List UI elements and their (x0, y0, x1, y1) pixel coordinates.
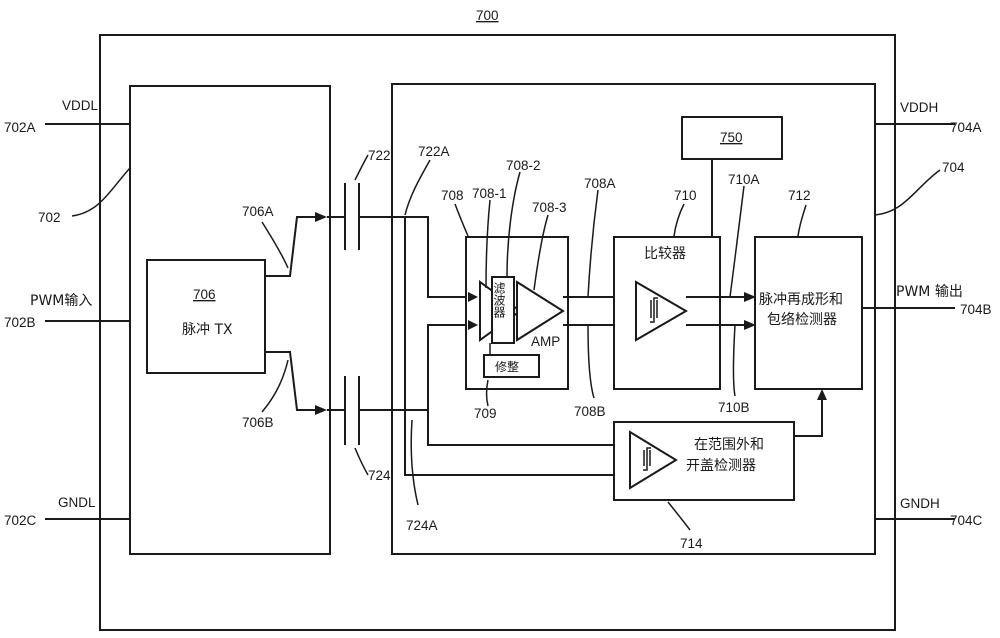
ref-750: 750 (720, 130, 743, 145)
pin-ref-702a: 702A (4, 120, 36, 135)
amp-label: AMP (531, 334, 560, 349)
ref-708b: 708B (574, 404, 606, 419)
pin-label-gndl: GNDL (58, 495, 96, 510)
ref-708a: 708A (584, 176, 616, 191)
ref-710a: 710A (728, 172, 760, 187)
pin-ref-704c: 704C (950, 513, 983, 528)
detector-label-line1: 在范围外和 (694, 436, 764, 453)
pin-label-gndh: GNDH (900, 496, 940, 511)
pin-ref-702c: 702C (4, 513, 37, 528)
pin-ref-704b: 704B (960, 302, 992, 317)
ref-704: 704 (942, 160, 965, 175)
ref-706: 706 (193, 287, 216, 302)
ref-712: 712 (788, 188, 811, 203)
ref-708-1: 708-1 (472, 186, 507, 201)
pin-ref-702b: 702B (4, 315, 36, 330)
ref-702: 702 (38, 210, 61, 225)
pin-ref-704a: 704A (950, 120, 982, 135)
figure-ref-700: 700 (476, 8, 499, 23)
reshape-label-line1: 脉冲再成形和 (759, 292, 843, 308)
ref-709: 709 (474, 406, 497, 421)
ref-710b: 710B (718, 400, 750, 415)
pin-label-vddh: VDDH (900, 100, 938, 115)
ref-714: 714 (680, 536, 703, 551)
ref-722: 722 (368, 148, 391, 163)
detector-label-line2: 开盖检测器 (686, 458, 756, 474)
ref-706a: 706A (242, 204, 274, 219)
ref-706b: 706B (242, 415, 274, 430)
ref-722a: 722A (418, 144, 450, 159)
ref-724a: 724A (406, 518, 438, 533)
filter-label: 滤波器 (492, 282, 506, 319)
ref-708: 708 (441, 188, 464, 203)
reshape-label-line2: 包络检测器 (767, 312, 837, 328)
ref-710: 710 (674, 188, 697, 203)
pulse-tx-label: 脉冲 TX (182, 322, 233, 338)
ref-724: 724 (368, 468, 391, 483)
ref-708-2: 708-2 (506, 158, 541, 173)
pulse-tx-block-706 (147, 260, 265, 373)
pin-label-pwm-in: PWM输入 (30, 293, 92, 309)
comparator-label: 比较器 (644, 246, 686, 262)
ref-708-3: 708-3 (532, 200, 567, 215)
pin-label-vddl: VDDL (62, 98, 99, 113)
trim-label: 修整 (495, 359, 519, 374)
pin-label-pwm-out: PWM 输出 (896, 284, 963, 300)
